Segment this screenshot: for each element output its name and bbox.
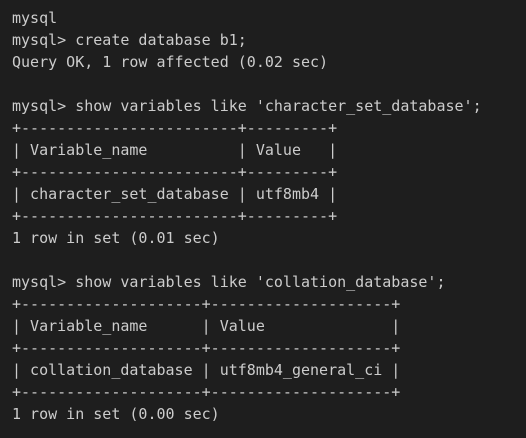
terminal-line <box>12 73 526 95</box>
table-border: +--------------------+------------------… <box>12 339 401 357</box>
terminal-line: 1 row in set (0.00 sec) <box>12 405 220 423</box>
terminal-line: mysql> create database b1; <box>12 31 247 49</box>
table-border: +--------------------+------------------… <box>12 295 401 313</box>
terminal-line: mysql <box>12 9 58 27</box>
table-border: +------------------------+---------+ <box>12 207 338 225</box>
terminal-line <box>12 249 526 271</box>
table-border: +--------------------+------------------… <box>12 383 401 401</box>
table-border: +------------------------+---------+ <box>12 119 338 137</box>
table-row: | character_set_database | utf8mb4 | <box>12 185 338 203</box>
table-border: +------------------------+---------+ <box>12 163 338 181</box>
terminal-line: mysql> show variables like 'character_se… <box>12 97 482 115</box>
terminal-line: mysql> show variables like 'collation_da… <box>12 273 446 291</box>
terminal-line: 1 row in set (0.01 sec) <box>12 229 220 247</box>
terminal-line: Query OK, 1 row affected (0.02 sec) <box>12 53 329 71</box>
table-header: | Variable_name | Value | <box>12 141 338 159</box>
table-row: | collation_database | utf8mb4_general_c… <box>12 361 401 379</box>
table-header: | Variable_name | Value | <box>12 317 401 335</box>
